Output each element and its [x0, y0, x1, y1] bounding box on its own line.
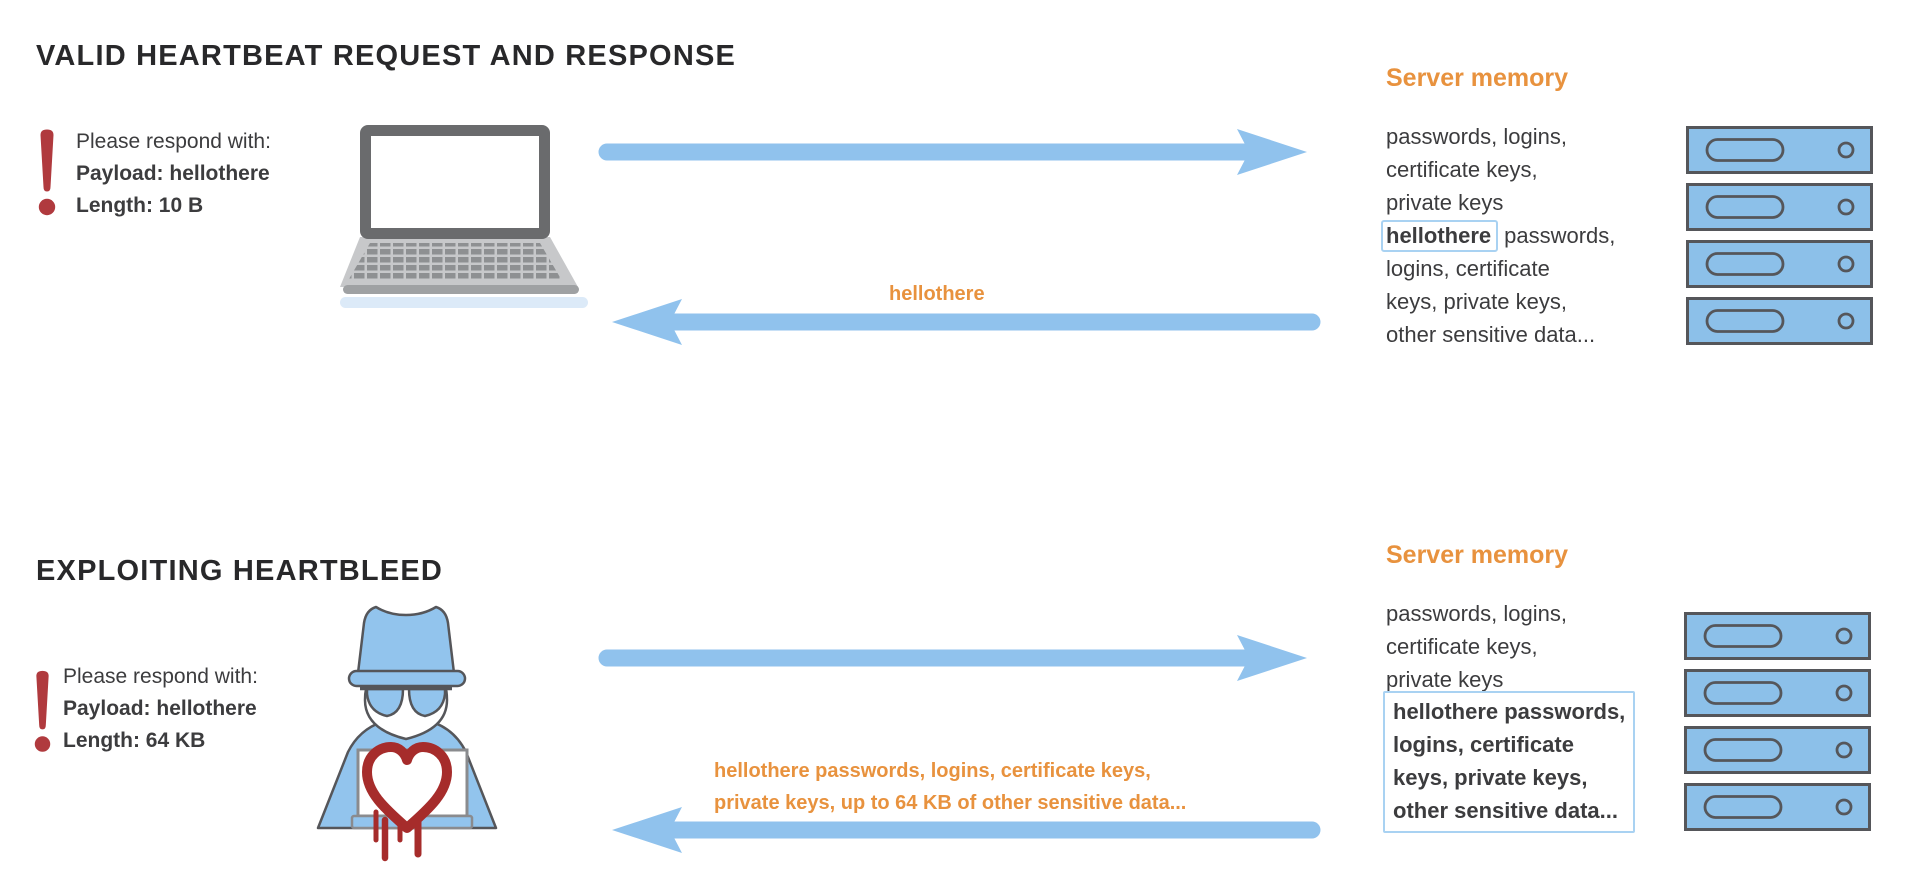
exploit-response-label: hellothere passwords, logins, certificat… — [714, 755, 1186, 819]
response-arrow-icon — [612, 807, 1321, 853]
request-length: Length: 64 KB — [63, 729, 206, 752]
server-rack-icon — [1684, 612, 1871, 831]
laptop-icon — [340, 125, 588, 308]
memory-line: certificate keys, — [1386, 157, 1538, 182]
exploit-response-line: private keys, up to 64 KB of other sensi… — [714, 792, 1187, 814]
leaked-memory-line: hellothere passwords, — [1393, 699, 1626, 724]
exploit-request-note: Please respond with: Payload: hellothere… — [63, 661, 258, 757]
request-intro: Please respond with: — [63, 665, 258, 688]
response-arrow-icon — [612, 299, 1321, 345]
alert-exclamation-icon — [34, 670, 51, 752]
blood-drips — [373, 809, 422, 862]
leaked-memory-box: hellothere passwords, logins, certificat… — [1383, 691, 1636, 833]
server-rack-icon — [1686, 126, 1873, 345]
memory-line: other sensitive data... — [1386, 322, 1596, 347]
leaked-memory-line: logins, certificate — [1393, 732, 1574, 757]
request-arrow-icon — [598, 635, 1307, 681]
valid-section-title: VALID HEARTBEAT REQUEST AND RESPONSE — [36, 40, 737, 72]
exploit-section-title: EXPLOITING HEARTBLEED — [36, 555, 444, 587]
request-payload: Payload: hellothere — [63, 697, 257, 720]
valid-server-memory-text: passwords, logins, certificate keys, pri… — [1381, 120, 1616, 351]
memory-line: certificate keys, — [1386, 634, 1538, 659]
memory-line: private keys — [1386, 190, 1504, 215]
request-payload: Payload: hellothere — [76, 162, 270, 185]
exploit-response-line: hellothere passwords, logins, certificat… — [714, 760, 1151, 782]
memory-line: passwords, logins, — [1386, 601, 1567, 626]
sunglasses-icon — [360, 686, 452, 718]
valid-response-label: hellothere — [889, 283, 985, 305]
exploit-server-memory-text: passwords, logins, certificate keys, pri… — [1386, 597, 1567, 696]
alert-exclamation-icon — [38, 129, 56, 216]
request-length: Length: 10 B — [76, 194, 204, 217]
valid-request-note: Please respond with: Payload: hellothere… — [76, 126, 271, 222]
memory-line: private keys — [1386, 667, 1504, 692]
leaked-memory-line: other sensitive data... — [1393, 798, 1618, 823]
fedora-hat-icon — [347, 605, 467, 688]
request-intro: Please respond with: — [76, 130, 271, 153]
hacker-icon — [316, 605, 498, 862]
leaked-payload-box: hellothere — [1381, 220, 1499, 252]
heartbleed-logo — [362, 742, 452, 862]
leaked-memory-line: keys, private keys, — [1393, 765, 1588, 790]
memory-line: keys, private keys, — [1386, 289, 1567, 314]
memory-line: logins, certificate — [1386, 256, 1550, 281]
exploit-server-memory-heading: Server memory — [1386, 541, 1569, 569]
valid-server-memory-heading: Server memory — [1386, 64, 1569, 92]
memory-line: passwords, logins, — [1386, 124, 1567, 149]
request-arrow-icon — [598, 129, 1307, 175]
memory-line-rest: passwords, — [1504, 223, 1616, 248]
